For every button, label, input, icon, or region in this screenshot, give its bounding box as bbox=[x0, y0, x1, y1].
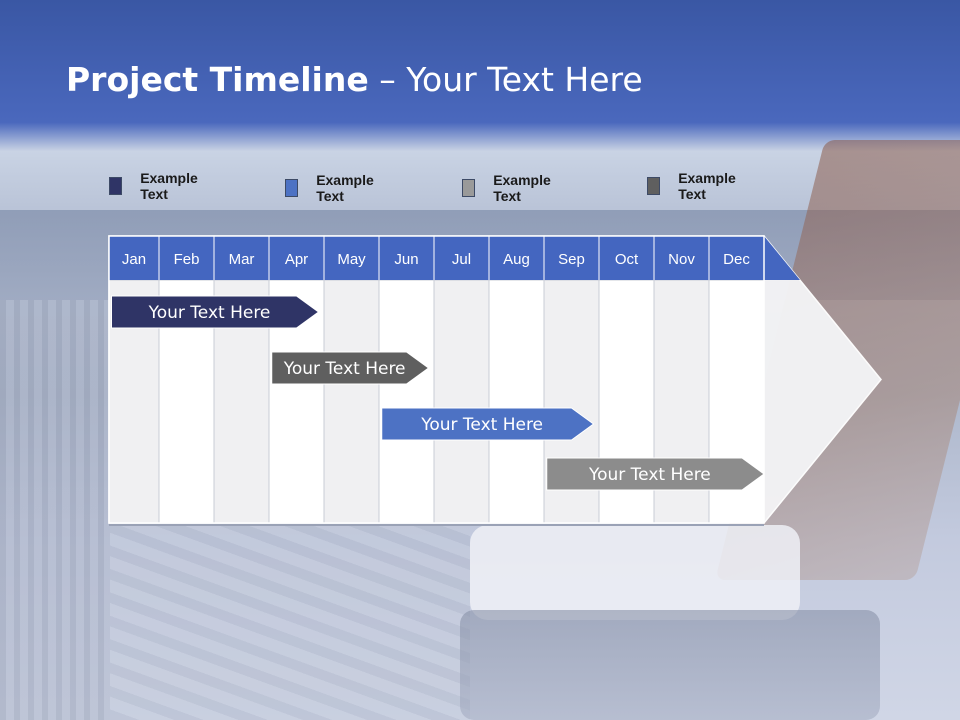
legend-label: Example Text bbox=[140, 170, 198, 202]
legend-swatch bbox=[285, 179, 299, 197]
legend-swatch bbox=[462, 179, 476, 197]
task-label: Your Text Here bbox=[283, 359, 406, 379]
background-deck bbox=[0, 300, 110, 720]
month-label: Oct bbox=[615, 251, 639, 268]
task-label: Your Text Here bbox=[588, 465, 711, 485]
month-label: Jan bbox=[122, 251, 146, 268]
month-label: Nov bbox=[668, 251, 695, 268]
month-label: Dec bbox=[723, 251, 750, 268]
month-label: Sep bbox=[558, 251, 585, 268]
month-label: Apr bbox=[285, 251, 308, 268]
task-arrow bbox=[381, 407, 595, 441]
legend-label: Example Text bbox=[316, 172, 374, 204]
month-label: Feb bbox=[174, 251, 200, 268]
month-column bbox=[323, 279, 380, 524]
month-column bbox=[378, 279, 435, 524]
legend-item: Example Text bbox=[462, 172, 556, 204]
month-label: Mar bbox=[229, 251, 255, 268]
background-seat-base bbox=[460, 610, 880, 720]
legend-item: Example Text bbox=[647, 170, 741, 202]
background-floor bbox=[110, 525, 470, 720]
legend-swatch bbox=[647, 177, 661, 195]
background-seat bbox=[470, 525, 800, 620]
legend-label: Example Text bbox=[493, 172, 551, 204]
timeline-layer: Jan Feb Mar Apr May Jun Jul Aug Sep Oct Nov DecYour… bbox=[108, 235, 882, 526]
task-label: Your Text Here bbox=[148, 303, 271, 323]
task-arrow bbox=[271, 351, 430, 385]
task-arrow bbox=[111, 295, 320, 329]
legend-swatch bbox=[109, 177, 123, 195]
legend-item: Example Text bbox=[285, 172, 379, 204]
month-label: Aug bbox=[503, 251, 530, 268]
month-column bbox=[433, 279, 490, 524]
task-label: Your Text Here bbox=[420, 415, 543, 435]
legend-label: Example Text bbox=[678, 170, 736, 202]
slide-title-rest: – Your Text Here bbox=[368, 60, 643, 99]
timeline-border bbox=[108, 235, 765, 524]
month-label: Jul bbox=[452, 251, 471, 268]
slide-title: Project Timeline – Your Text Here bbox=[66, 60, 643, 99]
month-label: Jun bbox=[394, 251, 418, 268]
month-label: May bbox=[337, 251, 366, 268]
timeline-header bbox=[109, 236, 800, 280]
legend-item: Example Text bbox=[109, 170, 203, 202]
slide-title-bold: Project Timeline bbox=[66, 60, 369, 99]
month-column bbox=[488, 279, 545, 524]
task-arrow bbox=[546, 457, 765, 491]
